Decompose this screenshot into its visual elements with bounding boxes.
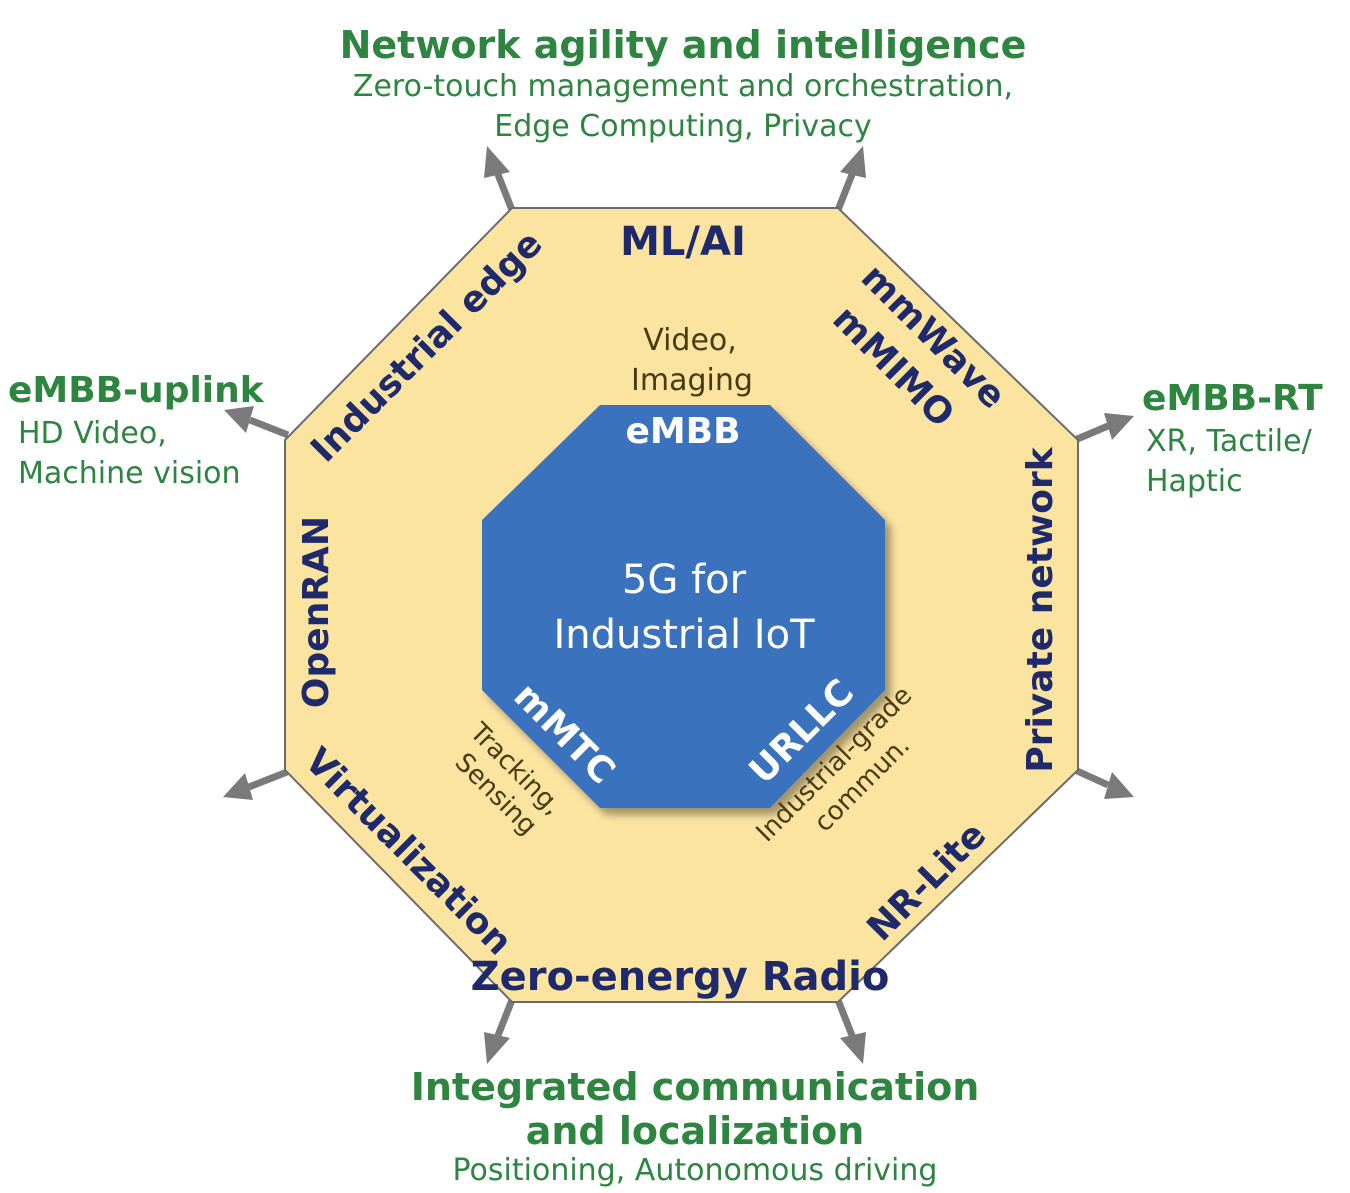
right-direction-sub2: Haptic	[1146, 464, 1243, 499]
left-direction-sub1: HD Video,	[18, 416, 167, 451]
left-direction-sub2: Machine vision	[18, 456, 241, 491]
center-title-line2: Industrial IoT	[553, 612, 815, 658]
tech-private-network: Private network	[1020, 446, 1061, 772]
bottom-direction-title-line1: Integrated communication	[411, 1065, 980, 1109]
top-direction-sub1: Zero-touch management and orchestration,	[353, 69, 1013, 104]
embb-label: eMBB	[625, 411, 740, 452]
tech-zero-energy-radio: Zero-energy Radio	[471, 954, 890, 1000]
left-direction-title: eMBB-uplink	[8, 370, 265, 411]
direction-arrows	[223, 146, 1134, 1064]
inner-octagon	[482, 405, 885, 808]
arrow-icon	[484, 998, 516, 1064]
arrow-icon	[1073, 413, 1134, 444]
arrow-icon	[1073, 766, 1134, 799]
top-direction-sub2: Edge Computing, Privacy	[494, 109, 871, 144]
arrow-icon	[484, 146, 516, 212]
right-direction-sub1: XR, Tactile/	[1146, 424, 1313, 459]
tech-ml-ai: ML/AI	[620, 219, 746, 265]
bottom-direction-title-line2: and localization	[526, 1109, 865, 1153]
arrow-icon	[834, 146, 866, 212]
tech-openran: OpenRAN	[296, 516, 337, 708]
top-direction-title: Network agility and intelligence	[340, 23, 1027, 67]
center-title-line1: 5G for	[622, 557, 747, 603]
arrow-icon	[834, 998, 866, 1064]
arrow-icon	[224, 406, 290, 439]
embb-usecase-line2: Imaging	[631, 363, 753, 398]
embb-usecase-line1: Video,	[643, 323, 737, 358]
right-direction-title: eMBB-RT	[1142, 378, 1323, 419]
arrow-icon	[223, 768, 289, 800]
bottom-direction-sub1: Positioning, Autonomous driving	[453, 1153, 938, 1188]
